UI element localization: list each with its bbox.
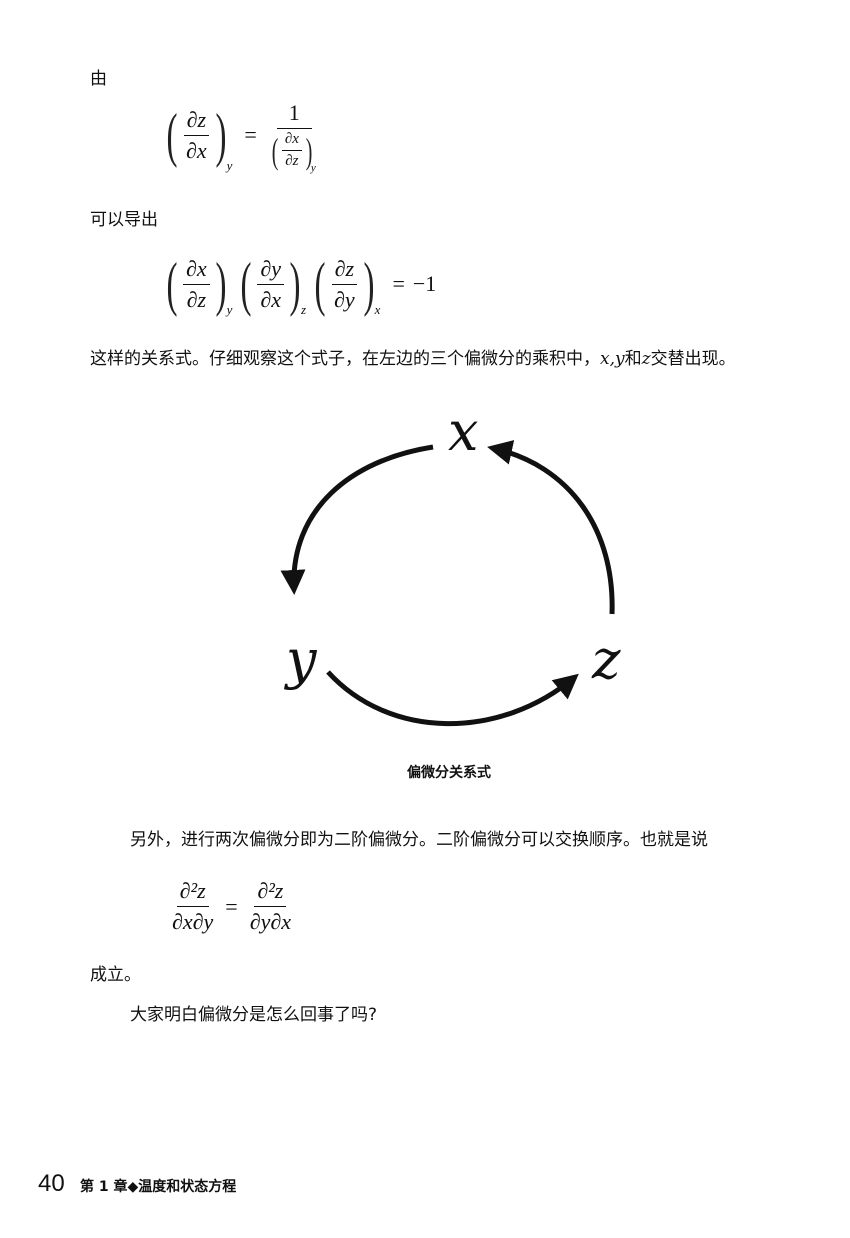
- chapter-title: 第 1 章◆温度和状态方程: [80, 1179, 237, 1195]
- y-label: y: [286, 628, 317, 691]
- sentence-part: 这样的关系式。仔细观察这个式子，在左边的三个偏微分的乘积中，: [90, 349, 600, 369]
- fraction-denominator: ∂z: [186, 286, 207, 312]
- second-order-paragraph: 另外，进行两次偏微分即为二阶偏微分。二阶偏微分可以交换顺序。也就是说: [130, 830, 708, 850]
- arrow-x-to-y: [280, 444, 434, 595]
- derive-text: 可以导出: [90, 210, 158, 230]
- holds-text: 成立。: [90, 965, 141, 985]
- equation-mixed-partials: ∂²z∂x∂y = ∂²z∂y∂x: [168, 878, 295, 935]
- fraction-denominator: ∂x: [260, 286, 282, 312]
- equals-sign: =: [392, 271, 405, 296]
- fraction-denominator: ∂x: [185, 137, 207, 163]
- fraction-denominator: ∂x∂y: [172, 909, 214, 934]
- figure-caption: 偏微分关系式: [407, 765, 491, 781]
- fraction-numerator: ∂y: [257, 256, 285, 285]
- question-text: 大家明白偏微分是怎么回事了吗?: [130, 1005, 378, 1025]
- equals-sign: =: [244, 122, 257, 147]
- fraction-numerator: ∂²z: [254, 878, 287, 907]
- fraction-numerator: ∂z: [183, 107, 210, 136]
- observation-sentence: 这样的关系式。仔细观察这个式子，在左边的三个偏微分的乘积中，x,y和z交替出现。: [90, 344, 736, 369]
- arrow-z-to-x: [487, 440, 615, 615]
- sentence-vars: x,y: [600, 349, 625, 369]
- fraction-denominator: ∂y: [334, 286, 355, 312]
- equation-rhs: −1: [412, 271, 437, 296]
- z-label: z: [592, 628, 621, 691]
- fraction-numerator: ∂²z: [176, 878, 209, 907]
- equation-triple-product: (∂x∂z)y (∂y∂x)z (∂z∂y)x = −1: [166, 251, 437, 317]
- subscript: x: [374, 302, 381, 317]
- arrow-y-to-z: [326, 670, 579, 727]
- fraction-denominator: ∂y∂x: [249, 909, 291, 934]
- inner-numerator: ∂x: [281, 131, 302, 151]
- subscript: y: [226, 158, 233, 173]
- fraction-numerator: 1: [276, 100, 312, 129]
- x-label: x: [448, 400, 479, 463]
- subscript: z: [301, 302, 307, 317]
- sentence-part: 和: [624, 349, 642, 369]
- fraction-numerator: ∂z: [331, 256, 358, 285]
- sentence-var-z: z: [641, 349, 651, 369]
- sentence-part: 交替出现。: [650, 349, 736, 369]
- equals-sign: =: [225, 893, 238, 919]
- intro-word: 由: [90, 69, 107, 89]
- inner-subscript: y: [310, 162, 316, 174]
- equation-reciprocal: ( ∂z∂x ) y = 1 ( ∂x∂z ) y: [166, 100, 316, 174]
- page-number: 40: [38, 1170, 65, 1197]
- subscript: y: [226, 302, 233, 317]
- inner-denominator: ∂z: [285, 153, 299, 169]
- fraction-numerator: ∂x: [182, 256, 210, 285]
